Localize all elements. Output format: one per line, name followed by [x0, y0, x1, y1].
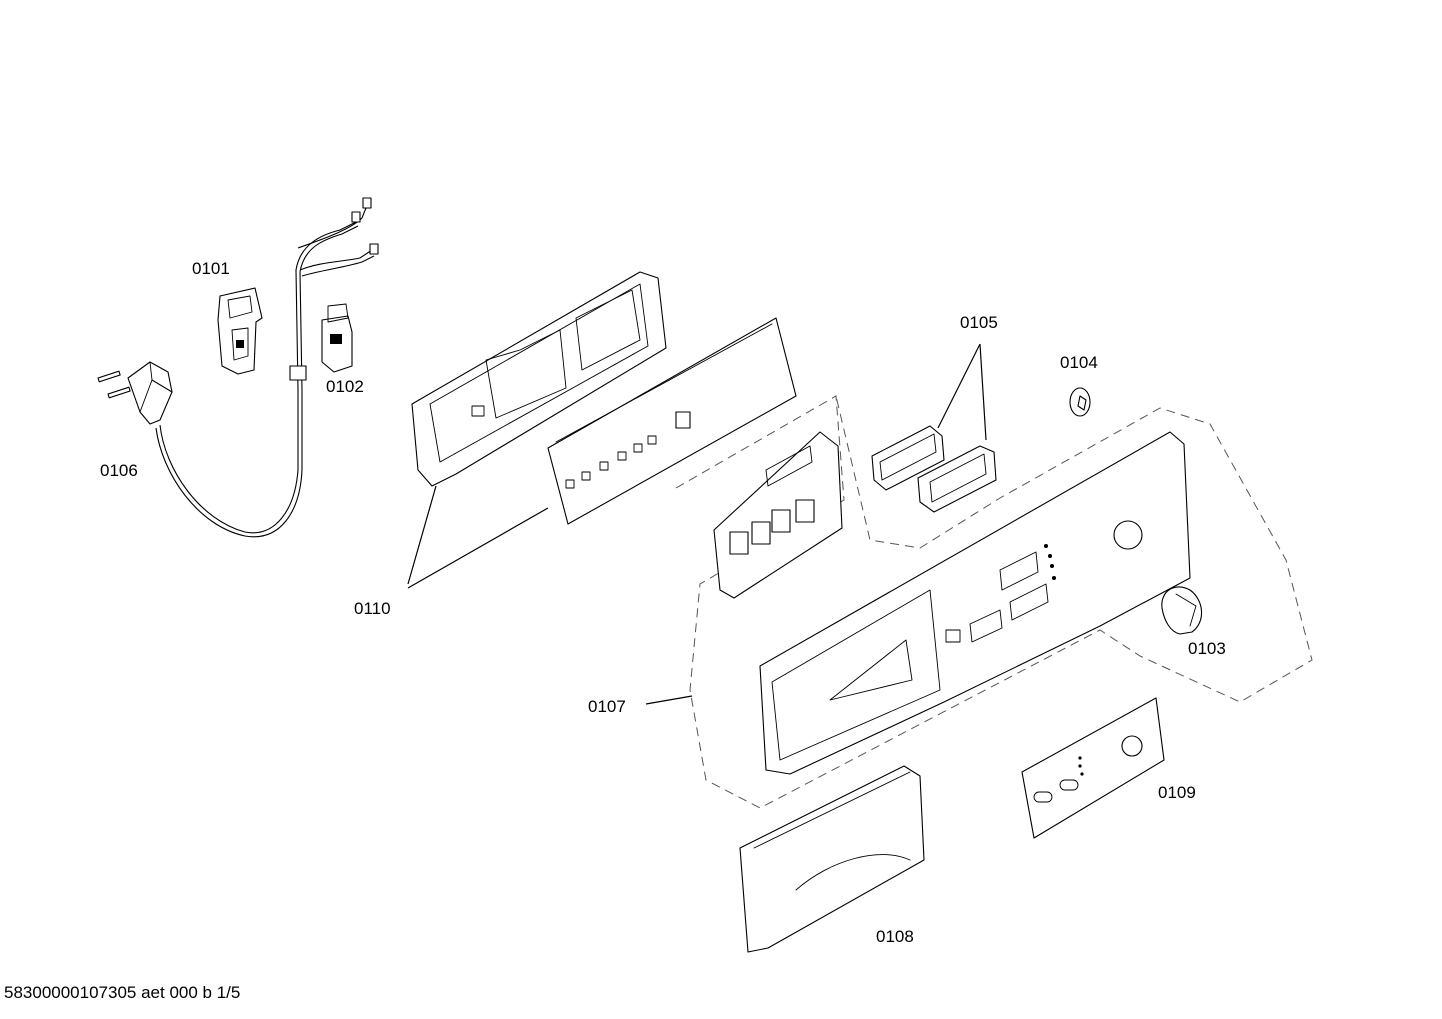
- wire-harness: [289, 197, 379, 391]
- callout-0109[interactable]: 0109: [1158, 783, 1196, 802]
- part-0108-drawer-handle[interactable]: [739, 765, 925, 953]
- callout-0102[interactable]: 0102: [326, 377, 364, 396]
- callout-0106[interactable]: 0106: [100, 461, 138, 480]
- callout-0110[interactable]: 0110: [354, 599, 391, 618]
- part-0105-modules[interactable]: [871, 425, 997, 513]
- part-0103-program-knob[interactable]: [1161, 586, 1203, 635]
- part-0110-control-module[interactable]: [411, 271, 797, 525]
- part-0102-connector[interactable]: [321, 303, 353, 373]
- part-0101-bracket[interactable]: [217, 287, 263, 375]
- leader-lines: [407, 343, 987, 705]
- callout-0101[interactable]: 0101: [192, 259, 230, 278]
- callout-0107[interactable]: 0107: [588, 697, 626, 716]
- callout-0104[interactable]: 0104: [1060, 353, 1098, 372]
- part-0106-mains-cable[interactable]: [97, 361, 303, 538]
- callout-0108[interactable]: 0108: [876, 927, 914, 946]
- part-0107-fascia[interactable]: [713, 431, 1191, 775]
- callout-0105[interactable]: 0105: [960, 313, 998, 332]
- part-0109-label-panel[interactable]: [1021, 697, 1165, 839]
- part-0104-knob[interactable]: [1069, 387, 1091, 417]
- callout-0103[interactable]: 0103: [1188, 639, 1226, 658]
- document-id: 58300000107305 aet 000 b 1/5: [4, 983, 241, 1002]
